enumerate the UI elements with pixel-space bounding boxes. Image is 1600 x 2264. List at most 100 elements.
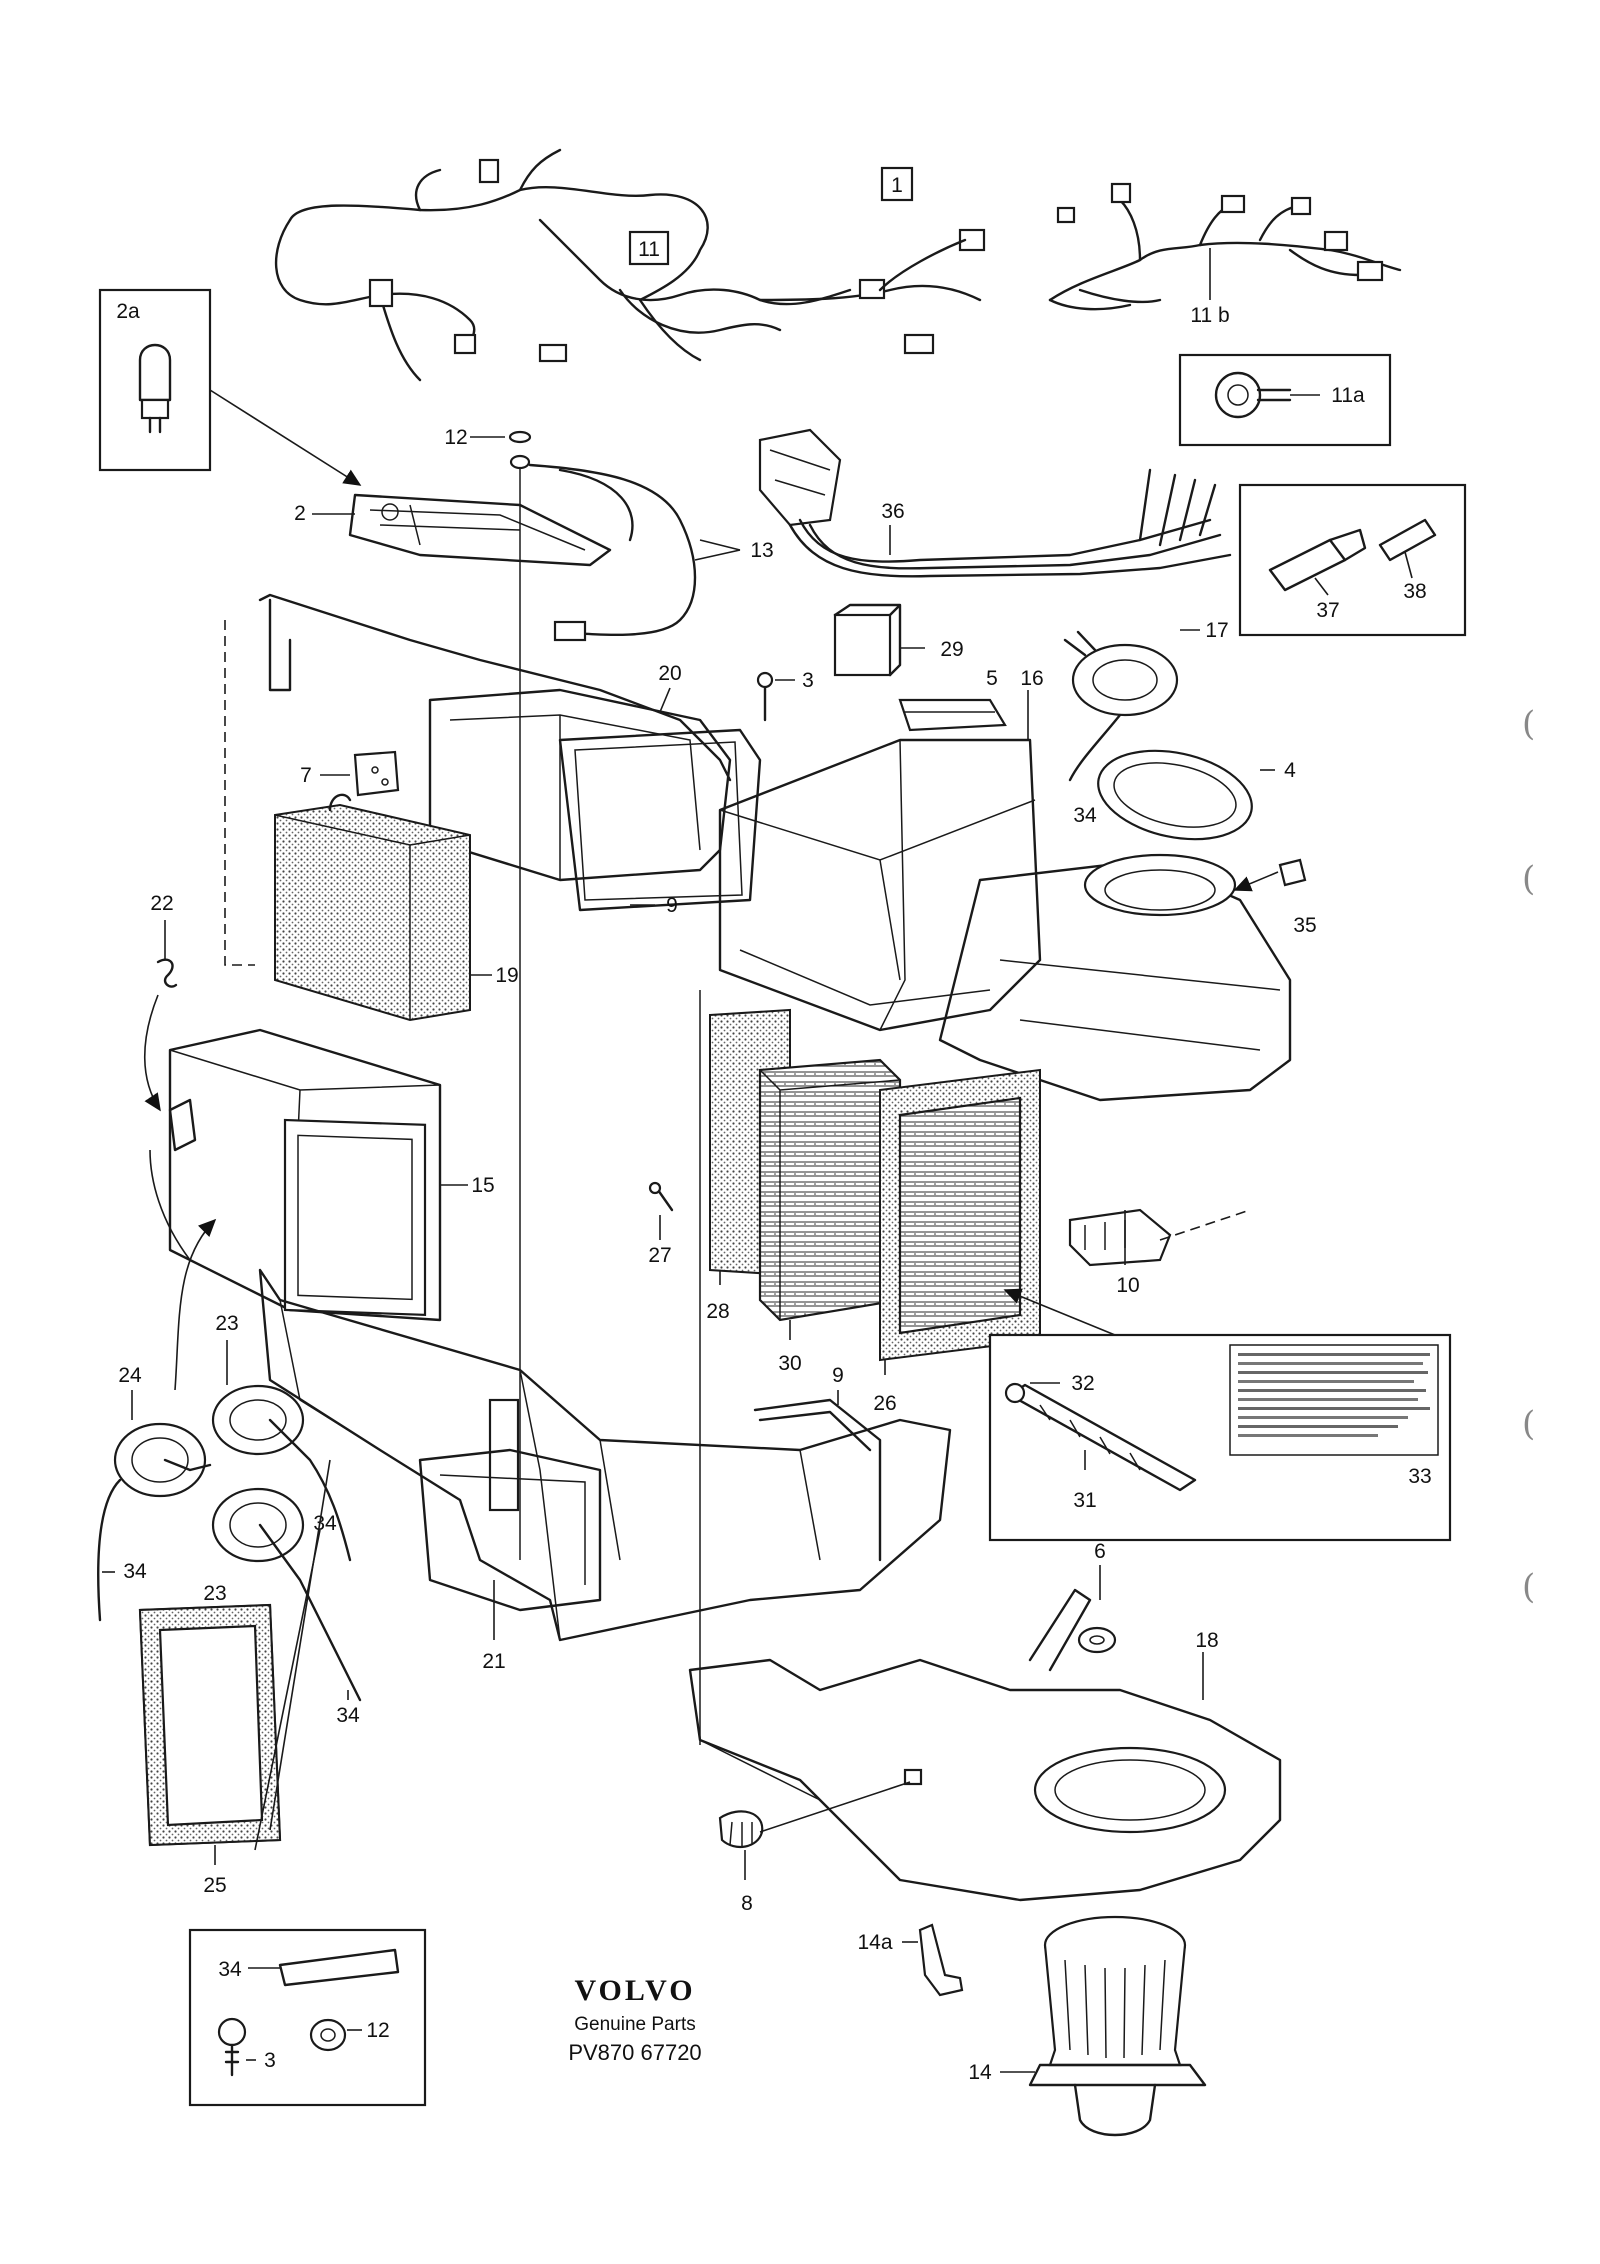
callout-34a: 34 bbox=[1073, 804, 1097, 827]
inset-37-38: 37 38 bbox=[1238, 483, 1467, 637]
part-10-resistor: 10 bbox=[1068, 1208, 1251, 1297]
callout-9b: 9 bbox=[832, 1364, 844, 1387]
callout-35: 35 bbox=[1293, 914, 1316, 937]
callout-17: 17 bbox=[1205, 619, 1228, 642]
part-2-control-panel: 2 bbox=[294, 493, 612, 567]
callout-11: 11 bbox=[638, 238, 660, 261]
callout-3b: 3 bbox=[264, 2049, 276, 2072]
part-30-evaporator: 30 bbox=[758, 1058, 902, 1375]
callout-15: 15 bbox=[471, 1174, 494, 1197]
part-29-relay: 29 bbox=[833, 603, 964, 677]
part-23-cap-upper: 23 bbox=[211, 1312, 352, 1562]
part-13-cables: 13 bbox=[528, 463, 774, 642]
callout-34c: 34 bbox=[313, 1512, 337, 1535]
part-36-connector-harness: 36 bbox=[758, 428, 1232, 578]
callout-8: 8 bbox=[741, 1892, 753, 1915]
part-number: PV870 67720 bbox=[568, 2040, 701, 2065]
callout-21: 21 bbox=[482, 1650, 505, 1673]
callout-11b: 11 b bbox=[1190, 304, 1229, 327]
callout-38: 38 bbox=[1403, 580, 1426, 603]
part-14a-hose-elbow: 14a bbox=[857, 1923, 964, 1997]
callout-11a: 11a bbox=[1331, 384, 1365, 407]
callout-36: 36 bbox=[881, 500, 904, 523]
callout-4: 4 bbox=[1284, 759, 1296, 782]
callout-9a: 9 bbox=[666, 894, 678, 917]
callout-18: 18 bbox=[1195, 1629, 1218, 1652]
callout-16: 16 bbox=[1020, 667, 1043, 690]
box-callout-1: 1 bbox=[880, 166, 914, 202]
callout-37: 37 bbox=[1316, 599, 1339, 622]
lower-housing bbox=[258, 1268, 952, 1642]
blower-housing-upper bbox=[938, 853, 1292, 1102]
inset-31-32-33: 32 31 33 bbox=[988, 1288, 1452, 1542]
callout-20: 20 bbox=[658, 662, 681, 685]
margin-mark: ( bbox=[1522, 859, 1535, 899]
callout-27: 27 bbox=[648, 1244, 671, 1267]
part-27-screw: 27 bbox=[648, 1181, 674, 1267]
callout-34e: 34 bbox=[218, 1958, 242, 1981]
part-26-frame: 26 bbox=[873, 1068, 1041, 1415]
callout-2a: 2a bbox=[116, 300, 140, 323]
margin-mark: ( bbox=[1522, 704, 1535, 744]
callout-34d: 34 bbox=[336, 1704, 360, 1727]
callout-2: 2 bbox=[294, 502, 306, 525]
brand-tagline: Genuine Parts bbox=[574, 2014, 695, 2035]
callout-7: 7 bbox=[300, 764, 312, 787]
callout-12: 12 bbox=[444, 426, 467, 449]
part-16-heater-box: 16 bbox=[718, 667, 1044, 1032]
part-6-washer: 6 bbox=[1077, 1540, 1117, 1654]
part-15-flap-housing: 15 bbox=[149, 1028, 495, 1391]
wiring-harness-11 bbox=[274, 148, 986, 382]
callout-3: 3 bbox=[802, 669, 814, 692]
margin-mark: ( bbox=[1522, 1404, 1535, 1444]
brand-block: VOLVO Genuine Parts PV870 67720 bbox=[568, 1974, 701, 2065]
part-4-ring-seal: 4 34 bbox=[1073, 749, 1296, 841]
callout-6: 6 bbox=[1094, 1540, 1106, 1563]
callout-26: 26 bbox=[873, 1392, 896, 1415]
callout-12b: 12 bbox=[366, 2019, 389, 2042]
volvo-logo: VOLVO bbox=[574, 1974, 695, 2007]
callout-29: 29 bbox=[940, 638, 963, 661]
callout-30: 30 bbox=[778, 1352, 801, 1375]
callout-24: 24 bbox=[118, 1364, 142, 1387]
callout-23a: 23 bbox=[215, 1312, 238, 1335]
callout-23b: 23 bbox=[203, 1582, 226, 1605]
inset-fasteners: 34 3 12 bbox=[188, 1928, 427, 2107]
callout-14a: 14a bbox=[857, 1931, 892, 1954]
callout-22: 22 bbox=[150, 892, 173, 915]
margin-mark: ( bbox=[1522, 1567, 1535, 1607]
part-20-housing: 20 bbox=[258, 593, 732, 882]
callout-10: 10 bbox=[1116, 1274, 1139, 1297]
callout-32: 32 bbox=[1071, 1372, 1094, 1395]
warning-label-text bbox=[1238, 1353, 1430, 1437]
dashed-guide-left bbox=[224, 620, 255, 966]
part-25-filter-frame: 25 bbox=[138, 1459, 331, 1897]
callout-34b: 34 bbox=[123, 1560, 147, 1583]
part-22-clip: 22 bbox=[143, 892, 178, 1112]
part-14-blower-fan: 14 bbox=[968, 1915, 1207, 2137]
callout-25: 25 bbox=[203, 1874, 226, 1897]
callout-13: 13 bbox=[750, 539, 773, 562]
part-12-washer: 12 bbox=[444, 426, 532, 1560]
part-23-cap-lower: 23 34 bbox=[203, 1487, 362, 1702]
part-17-vacuum-motor: 17 bbox=[1063, 619, 1229, 782]
part-35-clip: 35 bbox=[1233, 858, 1317, 937]
callout-33: 33 bbox=[1408, 1465, 1431, 1488]
wiring-harness-11b: 11 b bbox=[1048, 182, 1402, 327]
callout-28: 28 bbox=[706, 1300, 729, 1323]
callout-19: 19 bbox=[495, 964, 518, 987]
part-21-duct: 21 bbox=[418, 1448, 602, 1673]
margin-marks: ( ( ( ( bbox=[1522, 704, 1535, 1607]
callout-5: 5 bbox=[986, 667, 998, 690]
callout-31: 31 bbox=[1073, 1489, 1096, 1512]
callout-1: 1 bbox=[891, 174, 903, 197]
callout-14: 14 bbox=[968, 2061, 992, 2084]
part-19-heater-core: 19 bbox=[274, 793, 519, 1022]
part-9-gasket-lower: 9 bbox=[753, 1364, 882, 1562]
inset-11a: 11a bbox=[1178, 353, 1392, 447]
inset-2a-bulb: 2a bbox=[98, 288, 362, 486]
box-callout-11: 11 bbox=[628, 230, 670, 266]
part-18-blower-housing-lower: 18 bbox=[688, 1588, 1282, 1902]
